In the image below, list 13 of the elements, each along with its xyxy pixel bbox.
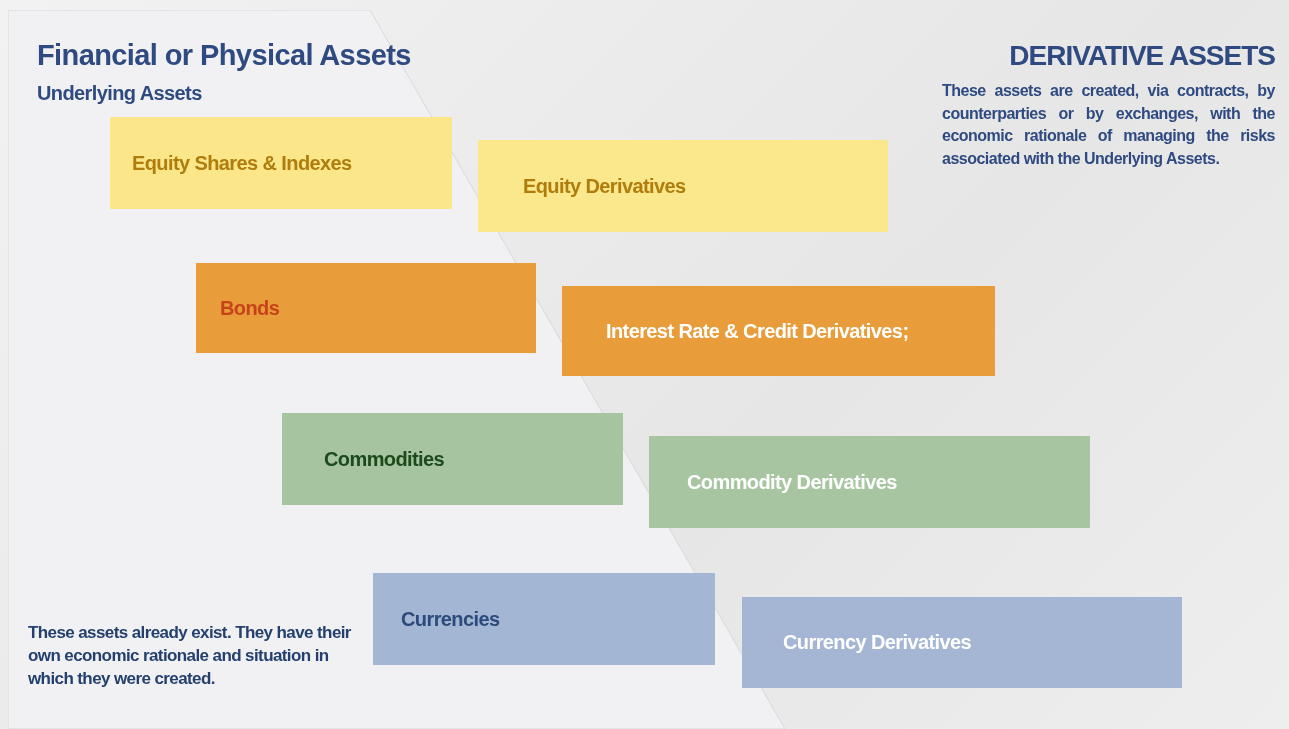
ribbon-band: Equity Shares & Indexes [110,117,452,209]
ribbon-band: Commodity Derivatives [649,436,1090,528]
ribbon-band: Commodities [282,413,623,505]
panel-subtitle: Underlying Assets [37,81,202,106]
ribbon-band: Bonds [196,263,536,353]
panel-note: These assets already exist. They have their own economic rationale and situation in which they were created. [28,622,352,690]
description-paragraph: These assets are created, via contracts, by counterparties or by exchanges, with the economic rationale of managing the risks associated with the Underlying Assets. [942,81,1275,170]
ribbon-band: Currency Derivatives [742,597,1182,688]
panel-title: Financial or Physical Assets [37,38,411,73]
panel-heading: DERIVATIVE ASSETS [1008,39,1275,73]
ribbon-band: Currencies [373,573,715,665]
ribbon-band: Equity Derivatives [478,140,888,232]
ribbon-band: Interest Rate & Credit Derivatives; [562,286,995,376]
